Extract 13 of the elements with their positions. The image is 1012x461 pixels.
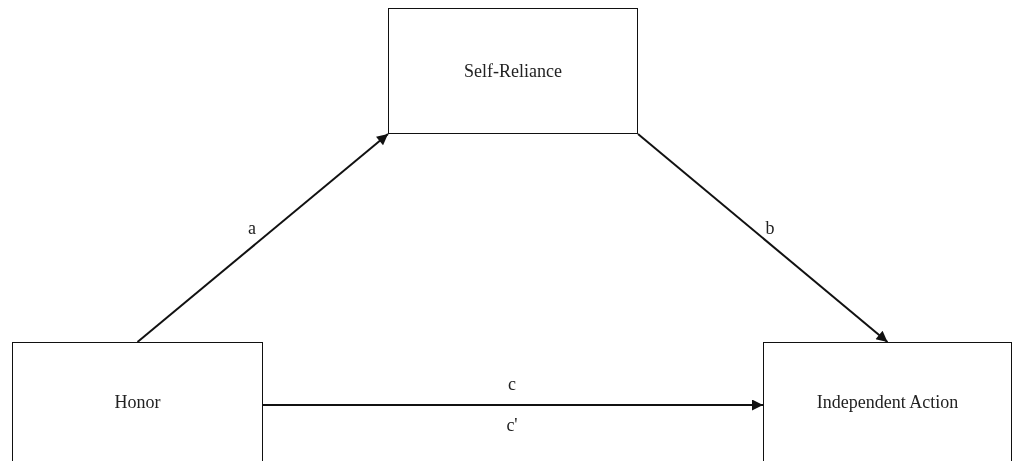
variable-box xyxy=(763,342,1012,461)
variable-box xyxy=(12,342,263,461)
variable-name: Self-Reliance xyxy=(464,60,562,82)
path-label: c xyxy=(508,375,516,393)
variable-box xyxy=(388,8,638,134)
path-label: c' xyxy=(506,416,518,434)
arrow xyxy=(136,133,389,343)
variable-name: Independent Action xyxy=(816,391,959,413)
arrow xyxy=(637,133,889,343)
arrow xyxy=(262,399,764,411)
variable-name: Honor xyxy=(114,391,161,413)
path-label: a xyxy=(248,219,256,237)
path-label: b xyxy=(765,219,775,237)
